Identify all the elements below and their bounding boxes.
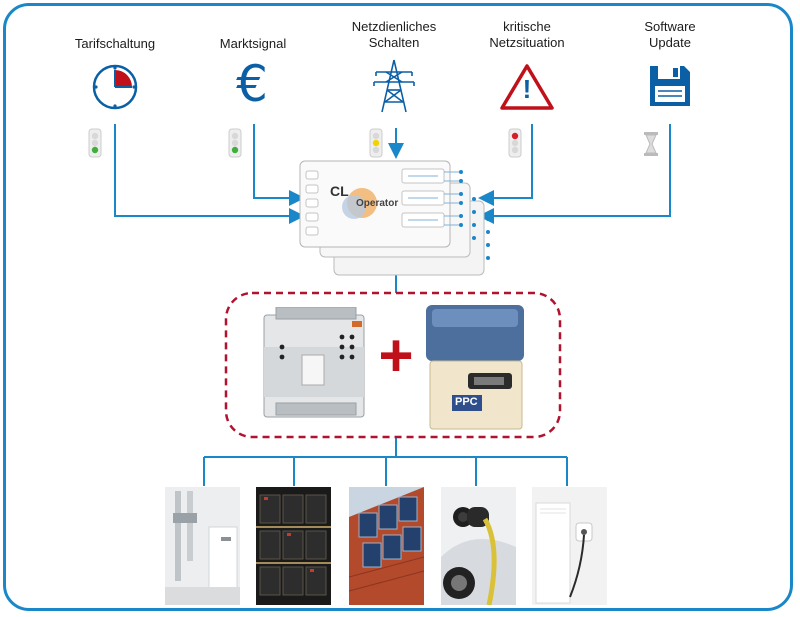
operator-logo-text: Operator bbox=[356, 198, 399, 209]
label-marktsignal: Marktsignal bbox=[219, 36, 287, 51]
warning-icon bbox=[500, 64, 554, 110]
cls-operator-window bbox=[299, 160, 490, 276]
traffic-light-kritisch bbox=[508, 128, 522, 158]
diagram-frame bbox=[3, 3, 793, 611]
battery-storage-photo bbox=[256, 487, 331, 605]
plus-sign: + bbox=[378, 322, 414, 389]
warning-exclamation: ! bbox=[522, 74, 532, 104]
solar-roof-photo bbox=[349, 487, 424, 605]
heat-pump-photo bbox=[165, 487, 240, 605]
label-kritische-netzsituation: kritische Netzsituation bbox=[489, 19, 565, 50]
ppc-gateway-device bbox=[426, 305, 524, 430]
clock-icon bbox=[92, 64, 138, 110]
cls-logo-text: CL bbox=[330, 183, 349, 199]
euro-icon: € bbox=[236, 55, 268, 113]
traffic-light-markt bbox=[228, 128, 242, 158]
floppy-disk-icon bbox=[650, 66, 690, 106]
label-software-update: Software Update bbox=[644, 19, 696, 50]
traffic-light-tarif bbox=[88, 128, 102, 158]
ppc-brand-label: PPC bbox=[455, 396, 478, 408]
electric-heater-photo bbox=[532, 487, 607, 605]
label-netzdienliches-schalten: Netzdienliches Schalten bbox=[351, 19, 437, 50]
label-tarifschaltung: Tarifschaltung bbox=[74, 36, 156, 51]
power-pylon-icon bbox=[373, 59, 415, 113]
ev-charger-photo bbox=[441, 487, 516, 605]
hourglass-icon bbox=[644, 132, 658, 156]
traffic-light-netz bbox=[369, 128, 383, 158]
control-module-device bbox=[263, 307, 365, 418]
